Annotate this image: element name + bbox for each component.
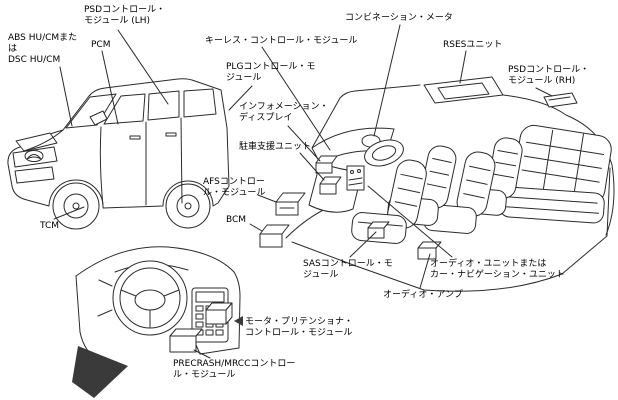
headlight — [15, 132, 58, 152]
leader-parking-assist — [299, 152, 325, 181]
leader-plg — [228, 85, 253, 111]
leader-psd-lh — [117, 29, 169, 105]
column-stalks — [97, 279, 113, 317]
rear-wheel — [165, 183, 211, 229]
label-combination-meter: コンビネーション・メータ — [345, 13, 453, 23]
label-motor-pretensioner: モータ・プリテンショナ・ コントロール・モジュール — [245, 317, 354, 338]
label-parking-assist: 駐車支援ユニット — [239, 142, 312, 152]
label-pcm: PCM — [91, 40, 111, 50]
left-arrow-icon — [234, 316, 243, 326]
leader-audio-amp — [419, 253, 431, 289]
leader-abs-dsc — [59, 66, 73, 127]
label-audio-amp: オーディオ・アンプ — [383, 290, 463, 300]
leader-bcm — [249, 223, 263, 232]
afs-module-box — [275, 192, 306, 216]
leader-info-display — [287, 125, 321, 162]
steering-wheel — [364, 139, 404, 167]
leader-psd-rh — [535, 87, 553, 97]
label-precrash: PRECRASH/MRCCコントロー ル・モジュール — [173, 359, 296, 380]
label-psd-rh: PSDコントロール・ モジュール (RH) — [508, 65, 590, 86]
lower-trim-shape — [72, 346, 128, 398]
leader-tcm — [53, 206, 85, 220]
label-plg: PLGコントロール・モ ジュール — [226, 62, 316, 83]
label-keyless: キーレス・コントロール・モジュール — [205, 36, 358, 46]
leader-audio-unit — [367, 185, 453, 258]
label-info-display: インフォメーション・ ディスプレイ — [239, 102, 329, 123]
leader-pcm — [101, 50, 119, 125]
side-mirror — [89, 110, 108, 126]
bcm-module-box — [259, 224, 290, 248]
leader-combination-meter — [373, 24, 401, 137]
brand-emblem-icon — [24, 150, 44, 162]
leader-sas — [349, 231, 377, 258]
psd-rh-panel — [543, 92, 578, 108]
leader-lines — [53, 24, 553, 359]
leader-afs — [257, 194, 277, 203]
label-afs: AFSコントロー ル・モジュール — [203, 177, 266, 198]
leader-precrash — [193, 349, 211, 359]
label-psd-lh: PSDコントロール・ モジュール (LH) — [84, 5, 166, 26]
front-wheel — [52, 182, 100, 230]
steering-wheel-closeup — [112, 260, 188, 336]
audio-unit-box — [346, 165, 365, 191]
precrash-module-box — [169, 328, 203, 353]
sas-module-box — [367, 221, 390, 239]
label-bcm: BCM — [226, 215, 247, 225]
van-exterior-drawing — [7, 78, 230, 230]
leader-keyless — [261, 46, 331, 151]
rses-unit — [423, 76, 504, 104]
label-rses: RSESユニット — [443, 40, 503, 50]
label-sas: SASコントロール・モ ジュール — [303, 259, 393, 280]
info-display-box — [315, 155, 338, 174]
interior-cutaway-drawing — [259, 76, 615, 292]
audio-amp-box — [417, 241, 442, 260]
pretensioner-module-box — [205, 302, 233, 325]
label-abs-dsc: ABS HU/CMまた は DSC HU/CM — [8, 33, 78, 65]
label-tcm: TCM — [40, 221, 60, 231]
dashboard-closeup-drawing — [72, 246, 241, 398]
label-audio-unit: オーディオ・ユニットまたは カー・ナビゲーション・ユニット — [430, 259, 565, 280]
rear-bench-seat — [499, 124, 612, 224]
leader-rses — [459, 50, 467, 84]
